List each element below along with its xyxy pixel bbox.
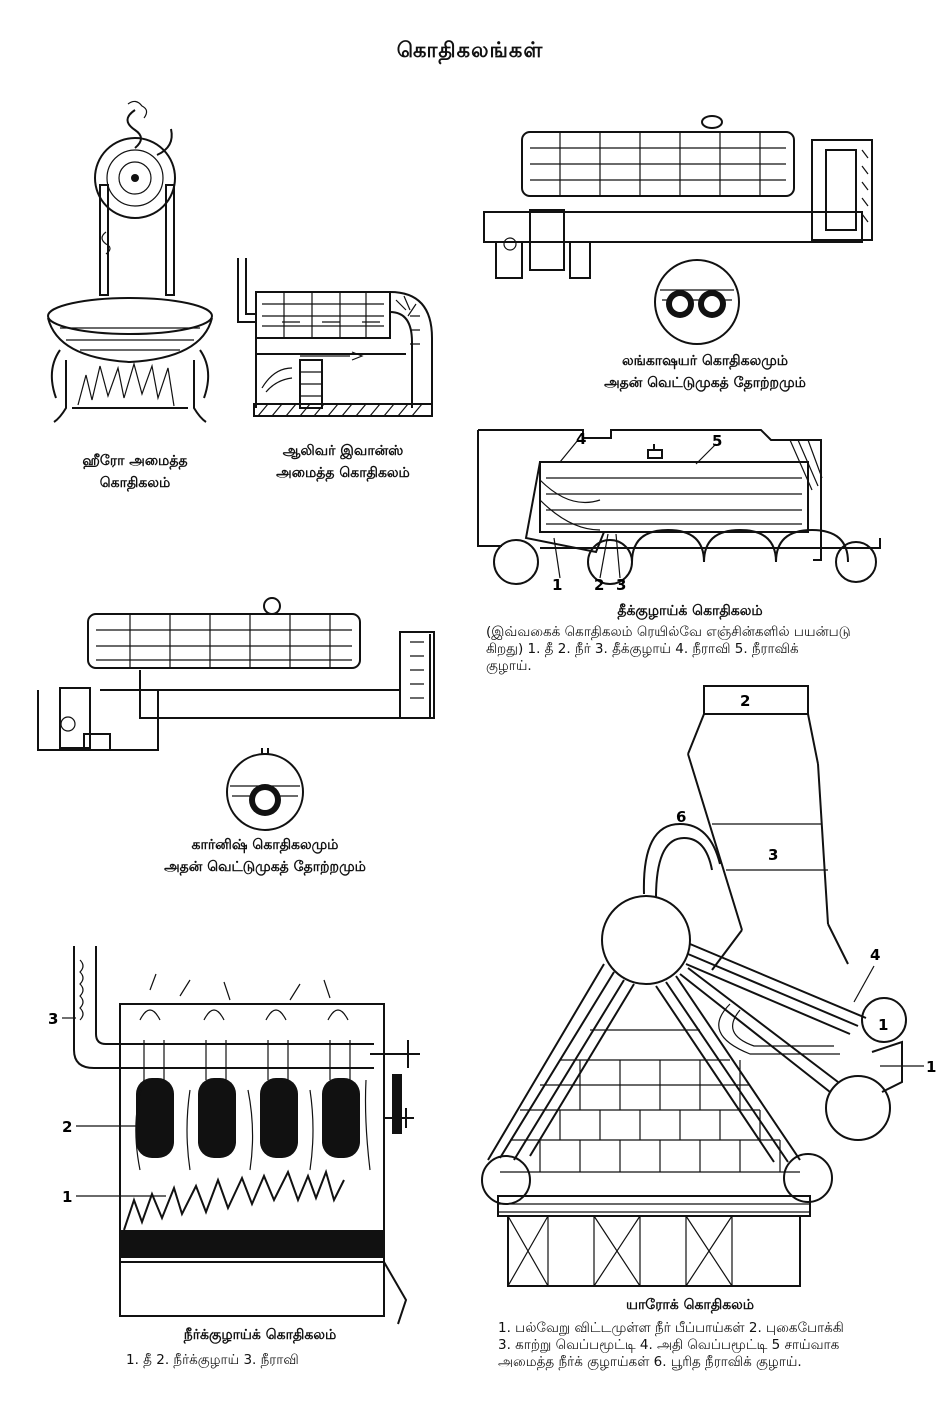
yarrow-description: 1. பல்வேறு விட்டமுள்ள நீர் பீப்பாய்கள் 2… [498, 1320, 918, 1371]
oliver-caption: ஆலிவர் இவான்ஸ் அமைத்த கொதிகலம் [248, 440, 438, 484]
oliver-evans-boiler-drawing [237, 258, 433, 417]
yarrow-boiler-drawing [481, 685, 907, 1287]
water-tube-boiler-drawing [73, 946, 420, 1325]
fire-tube-description: (இவ்வகைக் கொதிகலம் ரெயில்வே எஞ்சின்களில்… [486, 624, 926, 675]
oliver-caption-line-1: ஆலிவர் இவான்ஸ் [282, 443, 404, 459]
yarrow-caption: யாரோக் கொதிகலம் [625, 1297, 755, 1313]
hero-boiler-drawing [47, 100, 213, 423]
page-title: கொதிகலங்கள் [396, 38, 544, 62]
hero-caption-line-2: கொதிகலம் [99, 475, 171, 491]
yarrow-label-4: 4 [870, 946, 880, 964]
lancashire-caption-line-1: லங்காஷயர் கொதிகலமும் [621, 353, 789, 369]
fire-tube-label-1: 1 [552, 576, 562, 594]
water-tube-label-3: 3 [48, 1010, 58, 1028]
lancashire-caption: லங்காஷயர் கொதிகலமும் அதன் வெட்டுமுகத் தோ… [560, 350, 850, 394]
cornish-caption-line-1: கார்னிஷ் கொதிகலமும் [191, 837, 339, 853]
fire-tube-description-line-2: கிறது) 1. தீ 2. நீர் 3. தீக்குழாய் 4. நீ… [486, 641, 799, 657]
water-tube-caption: நீர்க்குழாய்க் கொதிகலம் [183, 1327, 337, 1343]
fire-tube-label-3: 3 [616, 576, 626, 594]
hero-caption: ஹீரோ அமைத்த கொதிகலம் [60, 450, 210, 494]
fire-tube-description-line-3: குழாய். [486, 658, 532, 674]
cornish-caption: கார்னிஷ் கொதிகலமும் அதன் வெட்டுமுகத் தோற… [130, 834, 400, 878]
yarrow-label-1-drum: 1 [878, 1016, 888, 1034]
fire-tube-label-2: 2 [594, 576, 604, 594]
yarrow-description-line-3: அமைத்த நீர்க் குழாய்கள் 6. பூரித நீராவிக… [498, 1354, 802, 1370]
water-tube-label-1: 1 [62, 1188, 72, 1206]
water-tube-legend: 1. தீ 2. நீர்க்குழாய் 3. நீராவி [126, 1352, 299, 1368]
fire-tube-label-4: 4 [576, 430, 586, 448]
fire-tube-caption: தீக்குழாய்க் கொதிகலம் [617, 603, 763, 619]
water-tube-label-2: 2 [62, 1118, 72, 1136]
hero-caption-line-1: ஹீரோ அமைத்த [82, 453, 188, 469]
yarrow-label-2: 2 [740, 692, 750, 710]
lancashire-boiler-drawing [483, 115, 873, 345]
lancashire-caption-line-2: அதன் வெட்டுமுகத் தோற்றமும் [604, 375, 806, 391]
yarrow-description-line-2: 3. காற்று வெப்பமூட்டி 4. அதி வெப்பமூட்டி… [498, 1337, 840, 1353]
oliver-caption-line-2: அமைத்த கொதிகலம் [276, 465, 410, 481]
fire-tube-label-5: 5 [712, 432, 722, 450]
fire-tube-boiler-drawing [477, 429, 881, 585]
yarrow-leader-4 [853, 965, 875, 1003]
cornish-boiler-drawing [37, 597, 435, 831]
yarrow-label-1-right: 1 [926, 1058, 936, 1076]
cornish-caption-line-2: அதன் வெட்டுமுகத் தோற்றமும் [164, 859, 366, 875]
yarrow-label-6: 6 [676, 808, 686, 826]
yarrow-description-line-1: 1. பல்வேறு விட்டமுள்ள நீர் பீப்பாய்கள் 2… [498, 1320, 844, 1336]
yarrow-label-3: 3 [768, 846, 778, 864]
fire-tube-description-line-1: (இவ்வகைக் கொதிகலம் ரெயில்வே எஞ்சின்களில்… [486, 624, 851, 640]
